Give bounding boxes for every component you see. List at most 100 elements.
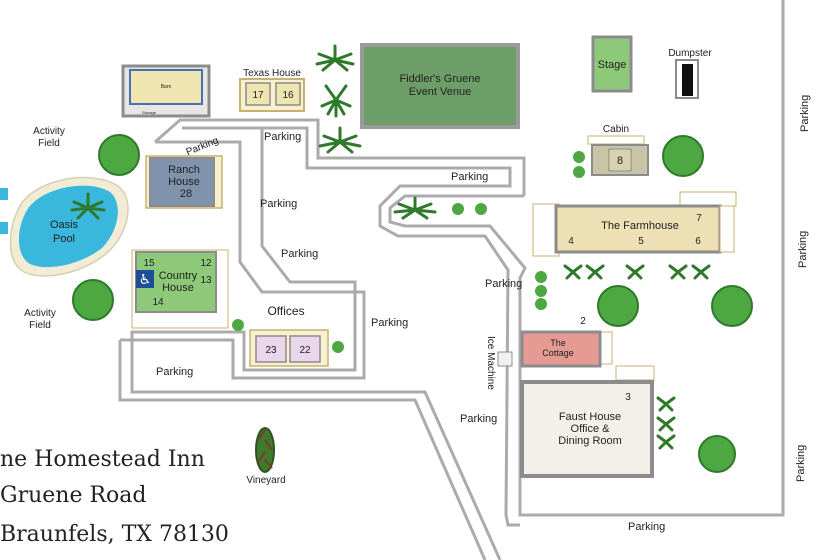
room-16: 16 (282, 90, 294, 101)
palm-icon (656, 396, 676, 412)
room-22: 22 (299, 345, 311, 356)
room-6: 6 (695, 236, 701, 247)
vineyard: Vineyard (246, 427, 286, 486)
room-12: 12 (200, 258, 212, 269)
room-13: 13 (200, 275, 212, 286)
palm-icon (656, 434, 676, 450)
faust-house-number: 3 (625, 392, 631, 403)
road-network (118, 0, 785, 560)
palm-icon (585, 264, 605, 280)
round-tree (711, 285, 753, 327)
shrub (535, 271, 547, 283)
address-line1: ne Homestead Inn (0, 447, 205, 472)
palm-icon (318, 126, 362, 154)
palm-icon (393, 196, 437, 220)
ranch-house: Ranch House 28 (145, 155, 223, 209)
vineyard-label: Vineyard (246, 475, 285, 486)
country-house-line1: Country (159, 270, 198, 282)
faust-house-line1: Faust House (559, 411, 621, 423)
parking-label: Parking (485, 278, 522, 290)
palm-icon (70, 192, 106, 220)
cottage-line2: Cottage (542, 348, 574, 358)
room-28: 28 (180, 188, 192, 200)
shrub (475, 203, 487, 215)
round-tree (662, 135, 704, 177)
offices: Offices 23 22 (249, 304, 329, 367)
parking-label: Parking (264, 131, 301, 143)
country-house: ♿ 15 12 13 14 Country House (131, 249, 229, 329)
shrub (452, 203, 464, 215)
shrub (573, 151, 585, 163)
parking-label: Parking (451, 171, 488, 183)
palm-icon (315, 44, 355, 72)
barn: Barn Storage (121, 64, 211, 118)
round-tree (98, 134, 140, 176)
room-17: 17 (252, 90, 264, 101)
dumpster: Dumpster (668, 48, 712, 99)
ice-machine-label: Ice Machine (485, 336, 496, 390)
parking-label: Parking (185, 135, 221, 158)
ranch-house-line2: House (168, 176, 200, 188)
ranch-house-line1: Ranch (168, 164, 200, 176)
room-8: 8 (617, 155, 623, 167)
barn-storage-label: Storage (142, 110, 157, 115)
room-5: 5 (638, 236, 644, 247)
round-tree (698, 435, 736, 473)
farmhouse-label: The Farmhouse (601, 220, 679, 232)
parking-label: Parking (797, 231, 809, 268)
shrub (535, 298, 547, 310)
shrub (332, 341, 344, 353)
venue-label-line2: Event Venue (409, 86, 471, 98)
cabin-label: Cabin (603, 124, 629, 135)
faust-house-line2: Office & (571, 423, 611, 435)
room-4: 4 (568, 236, 574, 247)
address-line2: Gruene Road (0, 483, 146, 508)
parking-labels: Parking Parking Parking Parking Parking … (156, 95, 811, 533)
address-block: ne Homestead Inn Gruene Road Braunfels, … (0, 447, 229, 547)
faust-house: 3 Faust House Office & Dining Room (520, 365, 655, 478)
parking-label: Parking (795, 445, 807, 482)
parking-label: Parking (156, 366, 193, 378)
stage: Stage (591, 35, 633, 93)
palm-icon (563, 264, 583, 280)
oasis-pool-area: Oasis Pool (0, 176, 129, 277)
activity-field-1-line2: Field (38, 138, 60, 149)
shrub (573, 166, 585, 178)
parking-label: Parking (281, 248, 318, 260)
barn-label: Barn (161, 84, 172, 90)
palm-icon (656, 416, 676, 432)
texas-house-label: Texas House (243, 68, 301, 79)
activity-field-2-line2: Field (29, 320, 51, 331)
wheelchair-icon: ♿ (139, 272, 152, 288)
palm-icon (668, 264, 688, 280)
activity-field-2-line1: Activity (24, 308, 56, 319)
texas-house: Texas House 17 16 (239, 68, 305, 112)
the-cottage: 2 The Cottage (520, 316, 613, 368)
round-tree (597, 285, 639, 327)
cabin: Cabin 8 (587, 124, 649, 176)
fiddlers-gruene-event-venue: Fiddler's Gruene Event Venue (360, 43, 520, 129)
round-tree (72, 279, 114, 321)
pool-label-line1: Oasis (50, 219, 79, 231)
parking-label: Parking (460, 413, 497, 425)
room-23: 23 (265, 345, 277, 356)
palm-icon (320, 84, 352, 118)
cottage-line1: The (550, 338, 566, 348)
parking-label: Parking (799, 95, 811, 132)
cottage-number: 2 (580, 316, 586, 327)
trees (72, 134, 753, 473)
the-farmhouse: The Farmhouse 7 4 5 6 (532, 191, 737, 257)
shrub (232, 319, 244, 331)
parking-label: Parking (371, 317, 408, 329)
palm-icon (691, 264, 711, 280)
palm-icon (625, 264, 645, 280)
venue-label-line1: Fiddler's Gruene (400, 73, 481, 85)
pool-label-line2: Pool (53, 233, 75, 245)
room-15: 15 (143, 258, 155, 269)
activity-field-1-line1: Activity (33, 126, 65, 137)
stage-label: Stage (598, 59, 627, 71)
country-house-line2: House (162, 282, 194, 294)
palm-trees (70, 44, 711, 450)
room-7: 7 (696, 213, 702, 224)
